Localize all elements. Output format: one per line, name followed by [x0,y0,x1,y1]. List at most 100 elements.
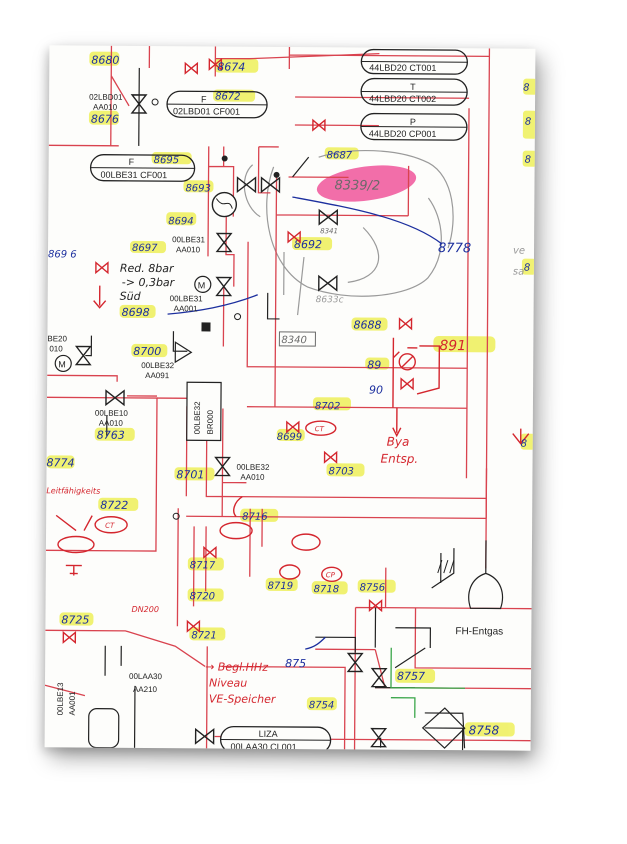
equipment-labels: 02LBD01 AA010 00LBE31 AA010 00LBE31 AA00… [47,93,503,716]
motor-symbol-left [54,354,72,373]
note-8716: 8716 [242,512,268,523]
pid-schematic: ve sa [44,45,536,751]
label-00lbe32-aa010: 00LBE32 [236,463,270,472]
pink-highlight-mark [316,165,417,202]
note-red-8bar: Red. 8bar [120,262,175,275]
note-ct2: CT [105,522,115,530]
note-8702: 8702 [315,401,341,412]
note-8340: 8340 [281,335,307,346]
handwritten-notes: 8680 8674 8676 8672 8695 8693 8694 8687 … [46,54,500,738]
note-8703: 8703 [328,466,354,477]
svg-text:8: 8 [521,439,527,450]
lbe31-prefix: F [129,157,135,167]
note-8719: 8719 [268,581,294,592]
note-8755: 875 [285,657,306,670]
note-vespeicher: VE-Speicher [209,692,277,705]
blue-pen-lines [167,196,443,650]
note-beglhz: → Begl.HHz [205,660,268,673]
instrument-cp001: P 44LBD20 CP001 [360,112,468,141]
svg-text:8: 8 [525,155,531,166]
instrument-cf001: F 02LBD01 CF001 [166,90,268,119]
note-8778: 8778 [438,241,471,256]
cf001-tag: 02LBD01 CF001 [173,106,240,116]
cp001-tag: 44LBD20 CP001 [369,129,437,139]
note-8757: 8757 [397,670,425,683]
note-8758: 8758 [469,723,500,737]
svg-text:8: 8 [523,83,529,94]
note-dn200: DN200 [131,605,158,614]
note-8688: 8688 [353,318,381,331]
note-8698: 8698 [122,306,150,319]
green-line [390,647,465,718]
label-00lbe31-aa001-b: AA001 [174,304,199,313]
note-8721: 8721 [191,630,217,641]
note-8717: 8717 [190,560,216,571]
note-8674: 8674 [217,60,245,73]
ct002-prefix: T [410,82,416,92]
note-cp: CP [326,571,336,579]
photo-frame: ve sa [44,45,536,751]
note-8722: 8722 [100,499,128,512]
instrument-ct001: 44LBD20 CT001 [360,48,468,75]
label-00lbe32-aa091-b: AA091 [145,371,170,380]
note-8339-2: 8339/2 [334,178,380,193]
label-02lbd01: 02LBD01 [89,93,123,102]
note-niveau: Niveau [209,676,247,689]
label-00lbe13: 00LBE13 [56,682,65,716]
instrument-ct002: T 44LBD20 CT002 [360,77,468,106]
label-00lbe31-aa010-b: AA010 [176,245,201,254]
note-bya: Bya [387,435,410,449]
note-8699: 8699 [277,432,303,443]
note-8697: 8697 [132,243,158,254]
note-8695: 8695 [154,155,180,166]
note-8718: 8718 [314,584,340,595]
cp001-prefix: P [410,117,416,127]
note-8720: 8720 [190,591,216,602]
label-00lbe10-b: AA010 [99,419,124,428]
note-8694: 8694 [168,216,194,227]
note-8754: 8754 [309,700,335,711]
printed-valves: M M [54,58,466,749]
note-8701: 8701 [176,468,204,481]
note-8672: 8672 [215,91,241,102]
note-left: Leitfähigkeits [46,486,100,495]
note-entsp: Entsp. [381,452,419,466]
pencil-sketch: ve sa [243,149,525,316]
label-00lbe32-br-b: BR000 [206,409,215,434]
ct001-tag: 44LBD20 CT001 [369,63,436,73]
instrument-lbe31-cf001: F 00LBE31 CF001 [89,154,196,182]
lbe31-tag: 00LBE31 CF001 [101,170,168,180]
label-00laa30-b: AA210 [133,685,158,694]
flow-meter-symbol [211,191,238,218]
motor-label-left: M [58,359,66,369]
label-00lbe32-aa010-b: AA010 [240,473,265,482]
label-fh-entgas: FH-Entgas [455,626,503,637]
note-8680: 8680 [91,54,119,67]
label-02lbd01-aa: AA010 [93,103,118,112]
svg-text:8: 8 [525,117,531,128]
note-8725: 8725 [61,613,89,626]
note-8763: 8763 [97,429,125,442]
note-8756: 8756 [360,582,386,593]
svg-text:ve: ve [513,246,525,257]
note-8633c: 8633c [316,295,344,305]
note-8696: 869 6 [48,249,77,260]
note-8700: 8700 [133,345,161,358]
label-00laa30: 00LAA30 [129,672,163,681]
label-00lbe32-aa091: 00LBE32 [141,361,175,370]
label-lbe20: BE20 [47,334,67,343]
motor-symbol [194,275,212,293]
note-8341: 8341 [320,227,338,235]
label-00lbe31-aa010: 00LBE31 [172,235,206,244]
right-edge-notes: 8 8 8 8 8 [521,83,532,450]
motor-label: M [198,280,206,290]
piping-main [44,45,532,750]
label-lbe20-b: 010 [49,344,63,353]
liza-tag: 00LAA30 CL001 [231,742,297,751]
svg-text:8: 8 [524,263,530,274]
liza-prefix: LIZA [259,729,278,739]
note-8774: 8774 [46,456,74,469]
ct002-tag: 44LBD20 CT002 [369,94,436,104]
note-red-03bar: -> 0,3bar [122,276,176,289]
label-00lbe10: 00LBE10 [95,409,129,418]
